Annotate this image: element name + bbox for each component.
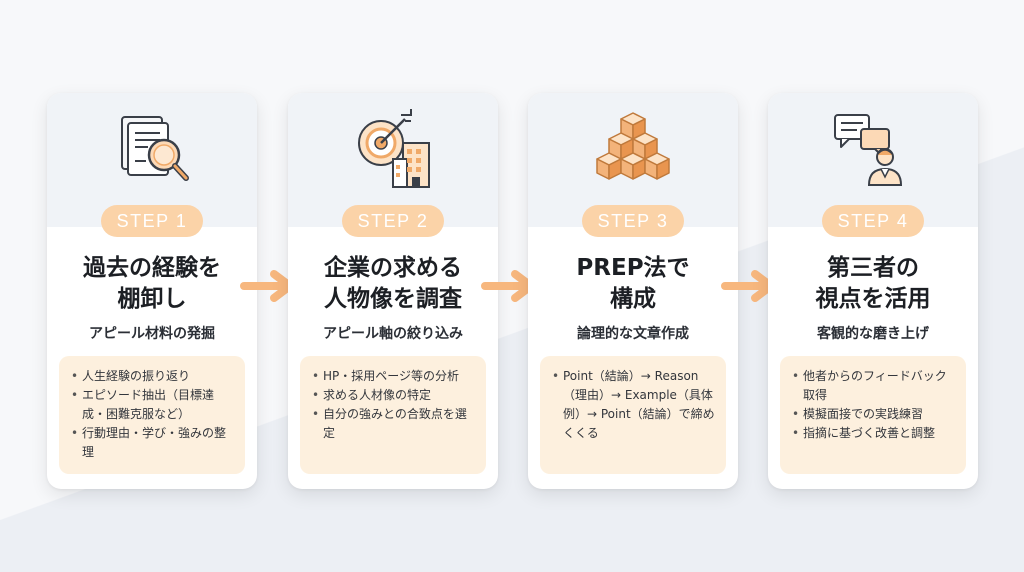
list-item: 自分の強みとの合致点を選定	[312, 405, 476, 443]
step-badge: STEP 3	[582, 205, 684, 237]
step-badge: STEP 4	[822, 205, 924, 237]
list-item: 指摘に基づく改善と調整	[792, 424, 956, 443]
step-subtitle: 客観的な磨き上げ	[817, 326, 929, 342]
chat-person-icon	[825, 103, 921, 199]
list-item: Point（結論）→ Reason（理由）→ Example（具体例）→ Poi…	[552, 367, 716, 443]
target-building-icon	[345, 103, 441, 199]
step-badge: STEP 2	[342, 205, 444, 237]
list-item: 他者からのフィードバック取得	[792, 367, 956, 405]
step-detail-list: Point（結論）→ Reason（理由）→ Example（具体例）→ Poi…	[540, 356, 726, 474]
document-magnifier-icon	[104, 103, 200, 199]
list-item: HP・採用ページ等の分析	[312, 367, 476, 386]
list-item: 求める人材像の特定	[312, 386, 476, 405]
step-subtitle: 論理的な文章作成	[577, 326, 689, 342]
step-subtitle: アピール軸の絞り込み	[323, 326, 463, 342]
step-title: PREP法で 構成	[576, 255, 690, 312]
step-title: 過去の経験を 棚卸し	[83, 255, 221, 312]
step-card-3: STEP 3 PREP法で 構成 論理的な文章作成 Point（結論）→ Rea…	[528, 93, 738, 489]
step-title: 企業の求める 人物像を調査	[324, 255, 462, 312]
step-title: 第三者の 視点を活用	[815, 255, 931, 312]
step-detail-list: 他者からのフィードバック取得 模擬面接での実践練習 指摘に基づく改善と調整	[780, 356, 966, 474]
step-detail-list: HP・採用ページ等の分析 求める人材像の特定 自分の強みとの合致点を選定	[300, 356, 486, 474]
card-header-area	[768, 93, 978, 227]
list-item: エピソード抽出（目標達成・困難克服など）	[71, 386, 235, 424]
list-item: 模擬面接での実践練習	[792, 405, 956, 424]
step-card-1: STEP 1 過去の経験を 棚卸し アピール材料の発掘 人生経験の振り返り エピ…	[47, 93, 257, 489]
step-card-4: STEP 4 第三者の 視点を活用 客観的な磨き上げ 他者からのフィードバック取…	[768, 93, 978, 489]
cubes-stack-icon	[585, 103, 681, 199]
step-card-2: STEP 2 企業の求める 人物像を調査 アピール軸の絞り込み HP・採用ページ…	[288, 93, 498, 489]
step-detail-list: 人生経験の振り返り エピソード抽出（目標達成・困難克服など） 行動理由・学び・強…	[59, 356, 245, 474]
step-badge: STEP 1	[101, 205, 203, 237]
list-item: 行動理由・学び・強みの整理	[71, 424, 235, 462]
step-subtitle: アピール材料の発掘	[89, 326, 215, 342]
list-item: 人生経験の振り返り	[71, 367, 235, 386]
